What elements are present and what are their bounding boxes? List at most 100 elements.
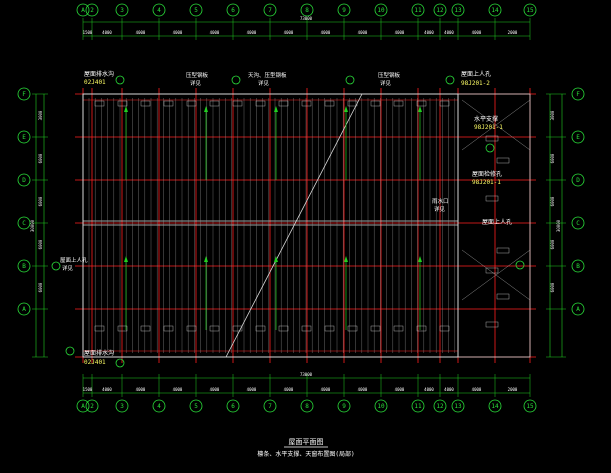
top-axis-bubble-circle — [451, 3, 465, 17]
annex-brace — [461, 249, 531, 301]
top-axis-bubble-circle — [189, 3, 203, 17]
note-ref-bubble — [515, 260, 525, 270]
bottom-axis-bubble-circle — [523, 399, 537, 413]
top-axis-bubble-label: 9 — [342, 7, 346, 14]
annex-box — [496, 293, 510, 300]
diagonal-brace — [225, 93, 363, 358]
top-axis-bubble-circle — [76, 3, 90, 17]
note-top-right-1: 屋面上人孔 — [461, 70, 491, 78]
rib-box — [209, 325, 220, 332]
top-dim-value: 1500 — [83, 30, 93, 35]
rib-box — [209, 100, 220, 107]
bottom-dim-value: 4000 — [102, 387, 112, 392]
left-axis-bubble-circle — [17, 216, 31, 230]
left-axis-bubble-label: B — [22, 263, 26, 270]
left-dim-value: 6000 — [38, 196, 43, 206]
rib-box — [186, 100, 197, 107]
bottom-axis-bubble-label: 5 — [194, 403, 198, 410]
bottom-axis-bubble-circle — [76, 399, 90, 413]
arrow-head — [344, 106, 348, 112]
bottom-axis-bubble-label: A — [81, 403, 85, 410]
rib-box — [370, 100, 381, 107]
right-axis-bubble-label: F — [576, 91, 580, 98]
left-axis-bubble-circle — [17, 87, 31, 101]
rib-box — [347, 325, 358, 332]
left-axis-bubble-label: C — [22, 220, 26, 227]
top-dim-value: 4000 — [395, 30, 405, 35]
note-ref-bubble — [65, 346, 75, 356]
note-ref-bubble — [115, 75, 125, 85]
bottom-axis-bubble-circle — [189, 399, 203, 413]
bottom-dim-value: 4000 — [321, 387, 331, 392]
bottom-axis-bubble-circle — [374, 399, 388, 413]
right-axis-bubble-circle — [571, 173, 585, 187]
left-axis-bubble-label: A — [22, 306, 26, 313]
bottom-axis-bubble-label: 2 — [90, 403, 94, 410]
left-dim-value: 6000 — [38, 239, 43, 249]
top-axis-bubble-label: 12 — [436, 7, 444, 14]
annex-box — [496, 157, 510, 164]
note-bottom-left-2: 02J401 — [84, 359, 106, 366]
note-top-left-2: 02J401 — [84, 79, 106, 86]
bottom-axis-bubble-circle — [85, 399, 99, 413]
top-dim-value: 4000 — [247, 30, 257, 35]
rib-box — [163, 325, 174, 332]
arrow-head — [274, 256, 278, 262]
arrow-head — [418, 256, 422, 262]
bottom-axis-bubble-label: 4 — [157, 403, 161, 410]
bottom-axis-bubble-circle — [152, 399, 166, 413]
right-dim-value: 6000 — [550, 282, 555, 292]
bottom-dim-value: 4000 — [210, 387, 220, 392]
right-axis-bubble-circle — [571, 259, 585, 273]
top-axis-bubble-label: 2 — [90, 7, 94, 14]
axis-bubble-layer: AA22334455667788991010111112121313141415… — [17, 3, 585, 413]
top-dim-value: 4000 — [210, 30, 220, 35]
rib-box — [301, 325, 312, 332]
bottom-axis-bubble-label: 14 — [491, 403, 499, 410]
left-axis-bubble-label: D — [22, 177, 26, 184]
right-axis-bubble-circle — [571, 302, 585, 316]
bottom-dim-value: 4000 — [284, 387, 294, 392]
rib-box — [278, 100, 289, 107]
note-left-mid-2: 详见 — [62, 264, 74, 272]
grid-layer — [75, 88, 536, 363]
top-axis-bubble-label: 3 — [120, 7, 124, 14]
arrow-head — [124, 106, 128, 112]
arrow-head — [124, 256, 128, 262]
drawing-subtitle: 檩条、水平支撑、天窗布置图(局部) — [257, 450, 354, 458]
arrow-head — [204, 256, 208, 262]
left-axis-bubble-circle — [17, 259, 31, 273]
note-right-2-1: 屋面检修孔 — [472, 170, 502, 178]
rib-box — [393, 100, 404, 107]
note-top-mid2-1: 天沟、压型钢板 — [248, 71, 287, 79]
bottom-dim-value: 4000 — [247, 387, 257, 392]
bottom-axis-bubble-circle — [411, 399, 425, 413]
note-top-mid3-2: 详见 — [380, 79, 392, 87]
top-axis-bubble-circle — [152, 3, 166, 17]
left-overall-dim: 30000 — [30, 219, 35, 232]
rib-box — [255, 325, 266, 332]
top-dim-value: 4000 — [284, 30, 294, 35]
rib-box — [232, 100, 243, 107]
rib-box — [117, 100, 128, 107]
note-ref-bubble — [485, 143, 495, 153]
top-axis-bubble-circle — [411, 3, 425, 17]
bottom-axis-bubble-label: 8 — [305, 403, 309, 410]
note-ref-bubble — [231, 75, 241, 85]
note-mid-right-1: 雨水口 — [432, 197, 449, 205]
top-dim-value: 4000 — [424, 30, 434, 35]
right-axis-bubble-label: E — [576, 134, 580, 141]
structure-layer — [82, 93, 531, 358]
right-axis-bubble-circle — [571, 216, 585, 230]
rib-box — [94, 100, 105, 107]
rib-box — [255, 100, 266, 107]
left-axis-bubble-circle — [17, 302, 31, 316]
top-axis-bubble-circle — [85, 3, 99, 17]
note-top-mid1-1: 压型钢板 — [186, 71, 209, 79]
rib-box — [416, 325, 427, 332]
right-axis-bubble-circle — [571, 87, 585, 101]
note-top-mid1-2: 详见 — [190, 79, 202, 87]
bottom-axis-bubble-label: 10 — [377, 403, 385, 410]
rib-box — [163, 100, 174, 107]
